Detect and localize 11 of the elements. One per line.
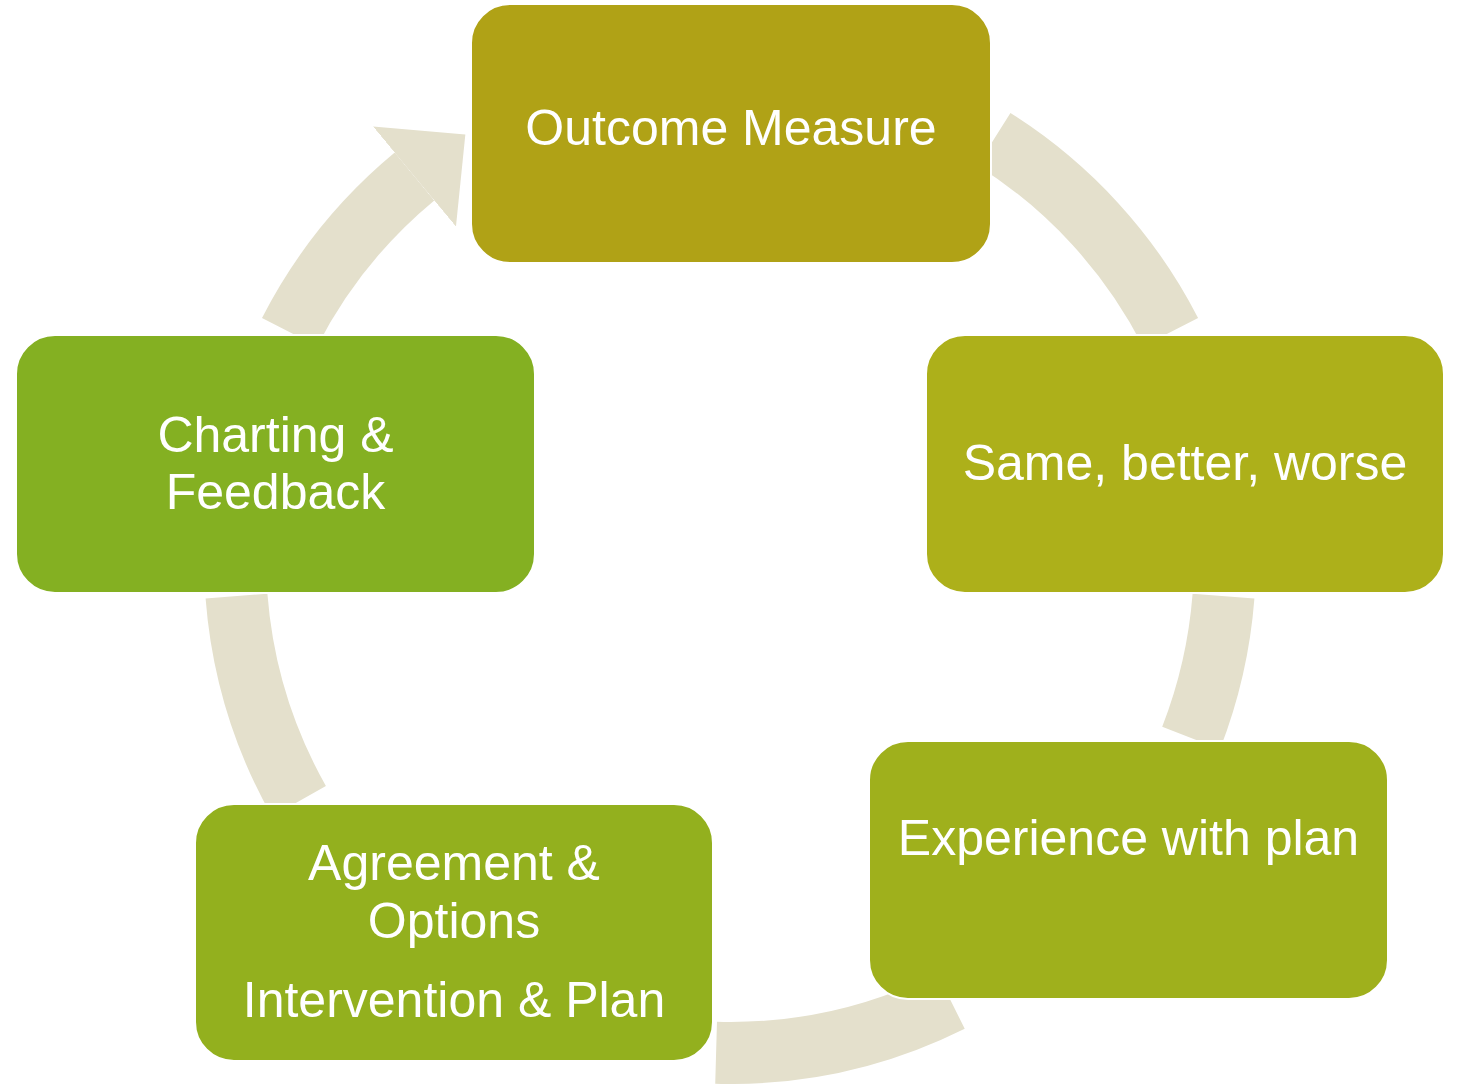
step-label: Same, better, worse	[962, 435, 1408, 493]
step-label: Agreement & Options	[307, 835, 601, 950]
step-label: Experience with plan	[897, 810, 1360, 868]
process-box	[15, 334, 536, 594]
process-box	[194, 803, 714, 1062]
step-label: Charting & Feedback	[156, 406, 395, 522]
step-label: Outcome Measure	[525, 100, 937, 158]
process-box	[868, 740, 1389, 1000]
process-box	[470, 3, 992, 264]
process-box	[925, 334, 1445, 594]
step-label: Intervention & Plan	[242, 972, 666, 1030]
